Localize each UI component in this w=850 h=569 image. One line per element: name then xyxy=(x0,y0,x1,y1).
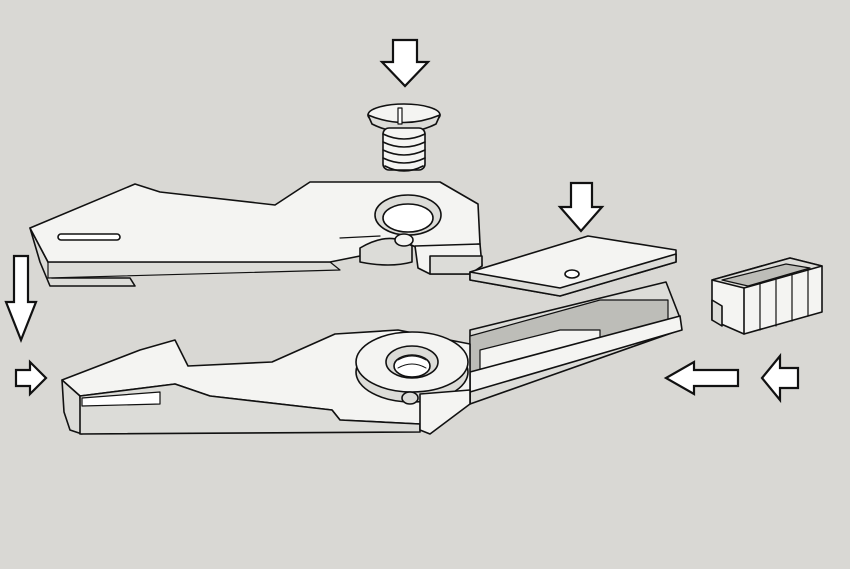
upper-handle xyxy=(29,181,483,287)
arrow-down-left xyxy=(4,254,38,343)
arrow-left-center xyxy=(663,360,740,396)
end-cap xyxy=(711,257,823,335)
arrow-down-screw xyxy=(379,38,431,88)
lower-handle xyxy=(61,281,683,435)
arrow-left-cap xyxy=(760,352,800,404)
countersunk-screw xyxy=(367,103,441,172)
blade-plate xyxy=(469,235,677,297)
arrow-right-left xyxy=(14,359,48,397)
arrow-down-blade xyxy=(557,181,605,233)
